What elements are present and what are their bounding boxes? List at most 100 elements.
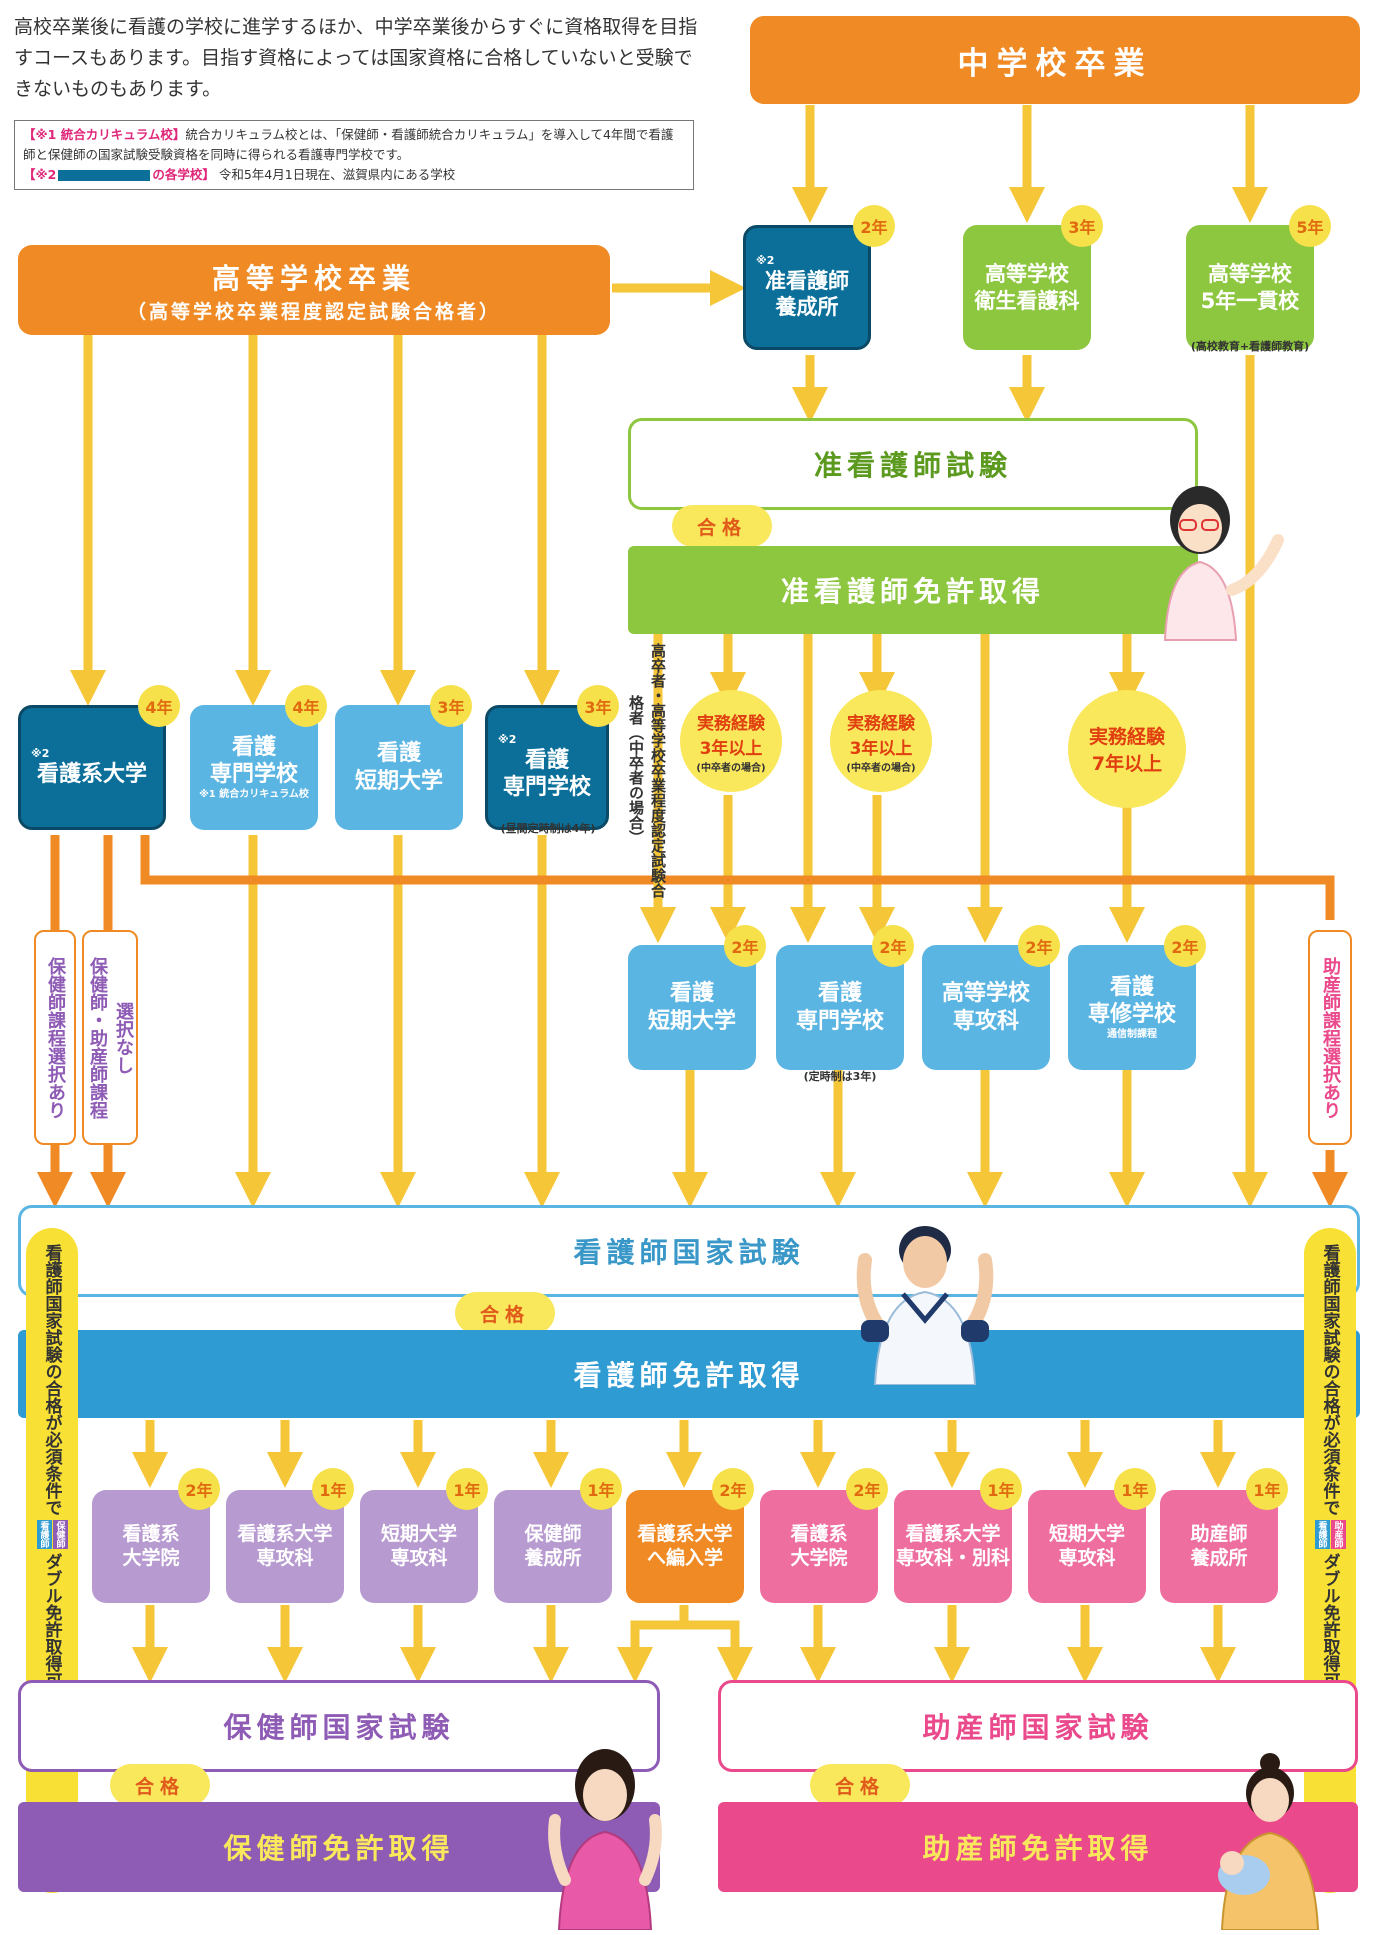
notes-box: 【※1 統合カリキュラム校】統合カリキュラム校とは、「保健師・看護師統合カリキュ… [14,120,694,190]
years-badge: 1年 [580,1468,622,1510]
years-badge: 2年 [724,925,766,967]
years-badge: 2年 [846,1468,888,1510]
side-long-text: ダブル免許取得可能 [1319,1553,1340,1706]
note2-text: 令和5年4月1日現在、滋賀県内にある学校 [218,167,456,182]
box-label: へ編入学 [646,1546,723,1569]
box-label: 看護 [817,981,862,1006]
exp-label: 7年以上 [1091,753,1163,775]
box-label: 看護 [376,741,421,766]
box-label: 専攻科 [256,1546,314,1569]
box-label: 5年一貫校 [1200,288,1300,313]
box-label: 短期大学 [1048,1522,1125,1545]
box-label: 養成所 [1190,1546,1248,1569]
hs-5yr-integrated: 高等学校 5年一貫校 [1186,225,1314,350]
vlabel-text: 助産師課程選択あり [1320,956,1341,1119]
mini-josanshi-label: 助産師 [1330,1520,1346,1549]
years-badge: 2年 [178,1468,220,1510]
box-note: (昼間定時制は4年) [500,822,596,835]
mark2: ※2 [31,746,50,760]
exp-sub: (中卒者の場合) [696,762,766,774]
exp-label: 実務経験 [697,713,765,734]
years-badge: 2年 [1164,925,1206,967]
nursing-junior-college-2yr: 看護 短期大学 [628,945,756,1070]
box-label: 看護系大学 [637,1522,733,1545]
box-label: 助産師 [1190,1522,1248,1545]
box-label: 看護 [524,747,569,773]
no-course-label: 保健師・助産師課程 選択なし [82,930,138,1145]
years-badge: 4年 [285,685,327,727]
post-license-school-box: 看護系大学専攻科・別科 [894,1490,1012,1603]
hs-eisei-nursing: 高等学校 衛生看護科 [963,225,1091,350]
years-badge: 2年 [1018,925,1060,967]
mark2: ※2 [756,254,775,268]
mini-nurse-label: 看護師 [36,1520,52,1549]
exp-label: 実務経験 [847,713,915,734]
nursing-correspondence-school: 看護 専修学校 通信制課程 [1068,945,1196,1070]
box-label: 大学院 [790,1546,848,1569]
note2-tag-b: の各学校】 [152,167,215,182]
box-label: 短期大学 [354,768,443,794]
dark-blue-swatch [58,170,151,181]
josanshi-course-label: 助産師課程選択あり [1308,930,1352,1145]
years-badge: 4年 [138,685,180,727]
pass-label: 合格 [810,1764,910,1806]
years-badge: 1年 [1114,1468,1156,1510]
jun-nurse-school: ※2 准看護師 養成所 [743,225,871,350]
box-note: 通信制課程 [1107,1028,1157,1040]
nursing-vocational-school-4yr: 看護 専門学校 ※1 統合カリキュラム校 [190,705,318,830]
box-label: 専門学校 [209,762,298,788]
pass-label: 合格 [455,1292,555,1334]
box-label: 看護系大学 [237,1522,333,1545]
post-license-school-box: 看護系大学院 [92,1490,210,1603]
box-label: 専攻科 [1058,1546,1116,1569]
years-badge: 2年 [712,1468,754,1510]
double-license-left: 看護師国家試験の合格が必須条件で 看護師 保健師 ダブル免許取得可能 [26,1228,78,1893]
box-label: 看護系 [790,1522,848,1545]
box-label: 看護系大学 [36,761,147,787]
pass-label: 合格 [672,505,772,547]
mini-labels: 看護師 保健師 [36,1520,68,1549]
years-badge: 3年 [1061,205,1103,247]
exp-sub: (中卒者の場合) [846,762,916,774]
side-long-text: ダブル免許取得可能 [41,1553,62,1706]
box-label: 看護系大学 [905,1522,1001,1545]
years-badge: 3年 [577,685,619,727]
nursing-junior-college-3yr: 看護 短期大学 [335,705,463,830]
double-license-right: 看護師国家試験の合格が必須条件で 看護師 助産師 ダブル免許取得可能 [1304,1228,1356,1893]
box-label: 専門学校 [502,775,591,801]
box-label: 看護 [669,981,714,1006]
side-long-text: 看護師国家試験の合格が必須条件で [41,1244,62,1516]
jun-nurse-exam: 准看護師試験 [628,418,1198,510]
vlabel-text: 選択なし [113,1001,134,1074]
years-badge: 5年 [1289,205,1331,247]
box-label: 高等学校 [985,262,1069,287]
hokenshi-course-label: 保健師課程選択あり [34,930,76,1145]
josanshi-character-illustration [1218,1753,1320,1930]
years-badge: 1年 [312,1468,354,1510]
exp-label: 3年以上 [699,738,763,759]
box-label: 短期大学 [380,1522,457,1545]
post-license-school-box: 保健師養成所 [494,1490,612,1603]
post-license-school-box: 看護系大学専攻科 [226,1490,344,1603]
box-label: 専門学校 [795,1008,884,1034]
note2-tag-a: 【※2 [23,167,57,182]
post-license-school-box: 短期大学専攻科 [360,1490,478,1603]
box-label: 養成所 [775,295,839,320]
box-note: (定時制は3年) [803,1070,877,1083]
junior-high-label: 中学校卒業 [957,45,1153,82]
years-badge: 2年 [872,925,914,967]
high-school-sub-label: （高等学校卒業程度認定試験合格者） [126,300,501,323]
box-label: 看護系 [122,1522,180,1545]
note1-tag: 【※1 統合カリキュラム校】 [23,127,186,142]
hs-advanced-course: 高等学校 専攻科 [922,945,1050,1070]
box-label: 大学院 [122,1546,180,1569]
hokenshi-national-exam: 保健師国家試験 [18,1680,660,1772]
junior-high-graduation: 中学校卒業 [750,16,1360,104]
years-badge: 2年 [853,205,895,247]
years-badge: 1年 [1246,1468,1288,1510]
vlabel-text: 保健師課程選択あり [45,956,66,1119]
box-label: 看護 [1109,974,1154,1000]
high-school-graduation: 高等学校卒業 （高等学校卒業程度認定試験合格者） [18,245,610,335]
post-license-school-box: 看護系大学へ編入学 [626,1490,744,1603]
